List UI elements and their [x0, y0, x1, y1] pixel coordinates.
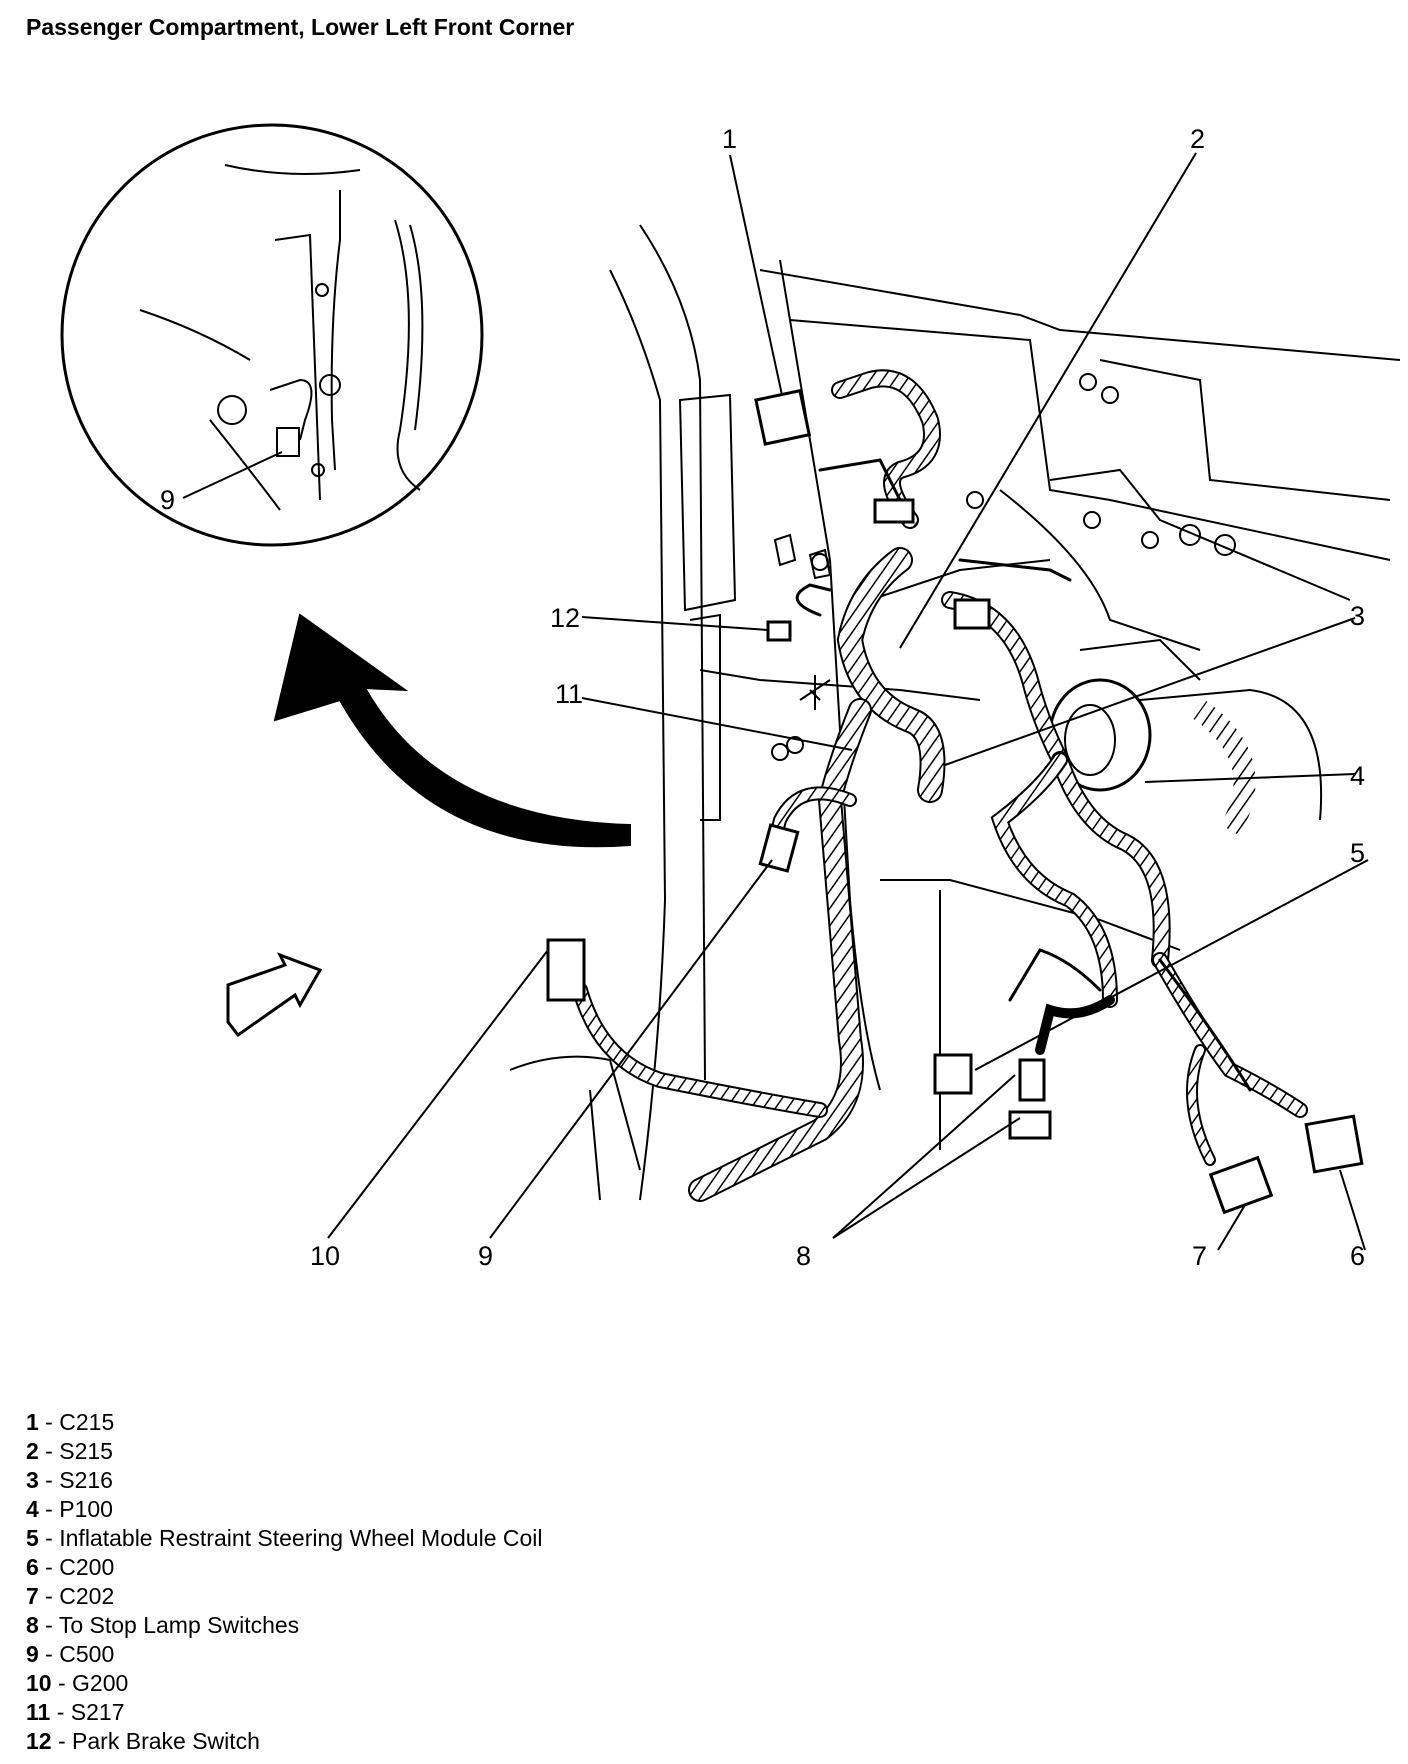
leader-9 — [489, 859, 773, 1239]
leader-12 — [581, 616, 769, 631]
switch-park-brake — [766, 620, 792, 642]
leader-1 — [729, 154, 783, 396]
leader-10 — [327, 949, 549, 1239]
vehicle-body — [509, 224, 1401, 1201]
legend-item: 3 - S216 — [26, 1467, 113, 1493]
connector-s215-clip — [873, 498, 915, 524]
connector-stop-lamp-3 — [1008, 1110, 1052, 1140]
callout-10: 10 — [310, 1241, 340, 1271]
connector-upper-right — [953, 598, 991, 630]
callout-5: 5 — [1350, 838, 1365, 868]
detail-connector-c500 — [276, 427, 300, 457]
callout-2: 2 — [1190, 124, 1205, 154]
leader-8a — [832, 1074, 1016, 1239]
callout-legend: 1 - C215 2 - S215 3 - S216 4 - P100 5 - … — [26, 1408, 543, 1756]
callout-8: 8 — [796, 1241, 811, 1271]
leader-7 — [1217, 1204, 1246, 1251]
callout-3: 3 — [1350, 601, 1365, 631]
detail-circle — [60, 123, 484, 547]
legend-item: 2 - S215 — [26, 1438, 113, 1464]
detail-inset: 9 — [60, 123, 484, 547]
callout-11: 11 — [555, 679, 583, 709]
callout-7: 7 — [1192, 1241, 1207, 1271]
legend-item: 7 - C202 — [26, 1583, 115, 1609]
connector-c200 — [1304, 1114, 1364, 1174]
leader-8b — [832, 1117, 1021, 1239]
page-title: Passenger Compartment, Lower Left Front … — [26, 14, 575, 40]
steering-column-boot — [1048, 638, 1323, 836]
curved-arrow — [273, 613, 631, 848]
leader-3 — [944, 617, 1356, 766]
legend-item: 1 - C215 — [26, 1409, 115, 1435]
view-arrow — [226, 952, 323, 1038]
leader-6 — [1339, 1169, 1366, 1251]
connector-stop-lamp-2 — [1018, 1058, 1046, 1102]
leader-11 — [581, 697, 853, 751]
detail-leader-9 — [182, 451, 283, 499]
callout-9: 9 — [478, 1241, 493, 1271]
wiring-harness — [572, 369, 1308, 1202]
callout-12: 12 — [550, 603, 580, 633]
detail-callout-9: 9 — [160, 485, 175, 515]
leader-lines — [327, 152, 1369, 1251]
wiring-diagram: 9 — [60, 123, 1401, 1271]
leader-5 — [974, 859, 1369, 1071]
legend-item: 8 - To Stop Lamp Switches — [26, 1612, 300, 1638]
connector-c215 — [754, 388, 812, 446]
ground-g200 — [546, 938, 586, 1002]
legend-item: 5 - Inflatable Restraint Steering Wheel … — [26, 1525, 543, 1551]
callout-1: 1 — [722, 124, 737, 154]
legend-item: 6 - C200 — [26, 1554, 115, 1580]
callout-4: 4 — [1350, 761, 1365, 791]
connectors — [546, 388, 1364, 1215]
connector-stop-lamp-1 — [933, 1053, 973, 1095]
connector-c202 — [1208, 1155, 1274, 1215]
legend-item: 9 - C500 — [26, 1641, 115, 1667]
callout-numbers: 1 2 3 4 5 6 7 8 9 10 11 12 — [310, 124, 1365, 1271]
legend-item: 10 - G200 — [26, 1670, 129, 1696]
callout-6: 6 — [1350, 1241, 1365, 1271]
legend-item: 11 - S217 — [26, 1699, 125, 1725]
leader-2 — [899, 152, 1197, 649]
connector-c500 — [758, 823, 800, 873]
leader-4 — [1144, 773, 1356, 783]
legend-item: 12 - Park Brake Switch — [26, 1728, 260, 1754]
legend-item: 4 - P100 — [26, 1496, 113, 1522]
